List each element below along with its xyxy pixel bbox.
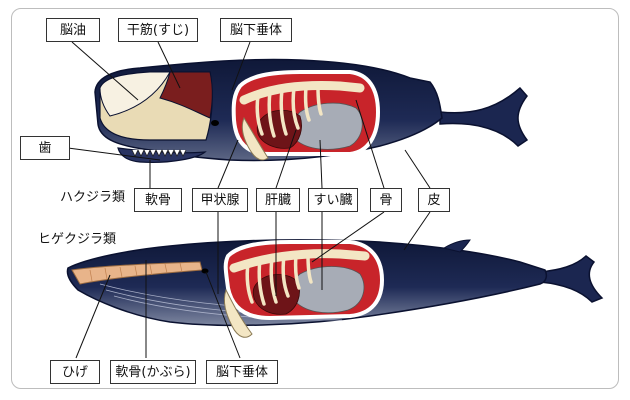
toothed-whale-tail	[439, 86, 529, 147]
label-cartilage-top: 軟骨	[134, 188, 182, 212]
toothed-whale-flipper	[241, 116, 269, 161]
species-toothed-caption: ハクジラ類	[60, 190, 126, 205]
junk-tissue	[159, 71, 213, 119]
label-bone: 骨	[370, 188, 402, 212]
label-dried-meat: 干筋(すじ)	[118, 18, 198, 42]
toothed-whale	[94, 58, 529, 163]
baleen-whale-tail	[539, 255, 604, 303]
toothed-whale-organs	[292, 102, 363, 150]
baleen-whale-spine	[229, 249, 370, 273]
baleen-whale-ribs	[245, 253, 313, 306]
label-liver: 肝臓	[256, 188, 300, 212]
label-skin: 皮	[418, 188, 450, 212]
baleen-whale-eye	[201, 268, 209, 274]
label-baleen: ひげ	[50, 360, 100, 384]
baleen-whale-organs	[291, 266, 365, 314]
baleen-whale-flipper	[223, 288, 253, 338]
baleen-whale	[66, 239, 604, 338]
toothed-whale-ribs	[255, 85, 323, 138]
label-thyroid: 甲状腺	[192, 188, 248, 212]
label-teeth: 歯	[20, 136, 70, 160]
spermaceti-upper	[99, 71, 171, 117]
label-pituitary-top: 脳下垂体	[220, 18, 292, 42]
leader-lines	[67, 41, 431, 359]
toothed-whale-teeth	[131, 149, 187, 157]
toothed-whale-spine	[239, 81, 365, 105]
label-cartilage-bottom: 軟骨(かぶら)	[110, 360, 196, 384]
label-pituitary-bottom: 脳下垂体	[206, 360, 278, 384]
toothed-whale-eye	[211, 120, 219, 126]
label-pancreas: すい臓	[308, 188, 358, 212]
species-baleen-caption: ヒゲクジラ類	[38, 232, 117, 247]
baleen-whale-dorsal	[442, 239, 471, 253]
label-spermaceti: 脳油	[46, 18, 100, 42]
